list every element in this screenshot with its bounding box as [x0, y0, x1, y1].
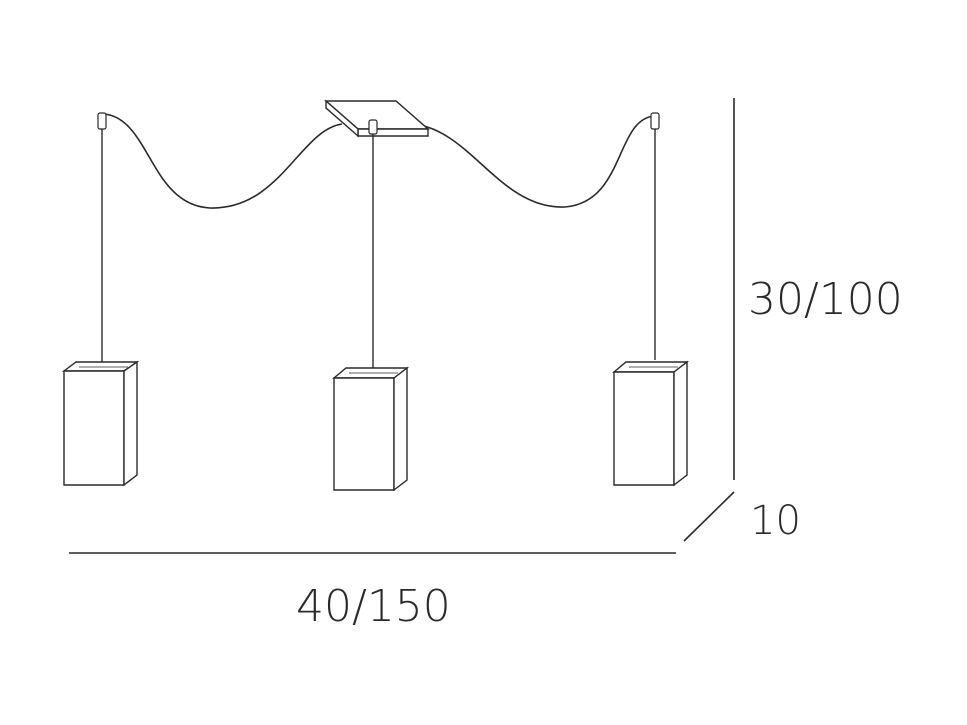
- center-lamp-shade: [332, 366, 410, 492]
- left-lamp-shade: [61, 360, 140, 487]
- center-connector: [368, 119, 378, 135]
- right-swag-cable: [411, 115, 655, 208]
- cord-connectors: [97, 112, 660, 135]
- depth-dimension-label: 10: [750, 498, 801, 544]
- right-connector: [650, 112, 660, 130]
- width-dimension-label: 40/150: [296, 581, 451, 632]
- canopy-left-face: [325, 99, 359, 138]
- depth-dimension-line: [683, 491, 735, 542]
- cable-group: [103, 113, 655, 209]
- hanging-cords: [101, 128, 656, 370]
- height-dimension-label: 30/100: [748, 274, 903, 325]
- dimension-lines: [69, 98, 735, 554]
- right-lamp-shade: [612, 360, 690, 487]
- left-connector: [97, 112, 107, 130]
- left-swag-cable: [103, 113, 343, 209]
